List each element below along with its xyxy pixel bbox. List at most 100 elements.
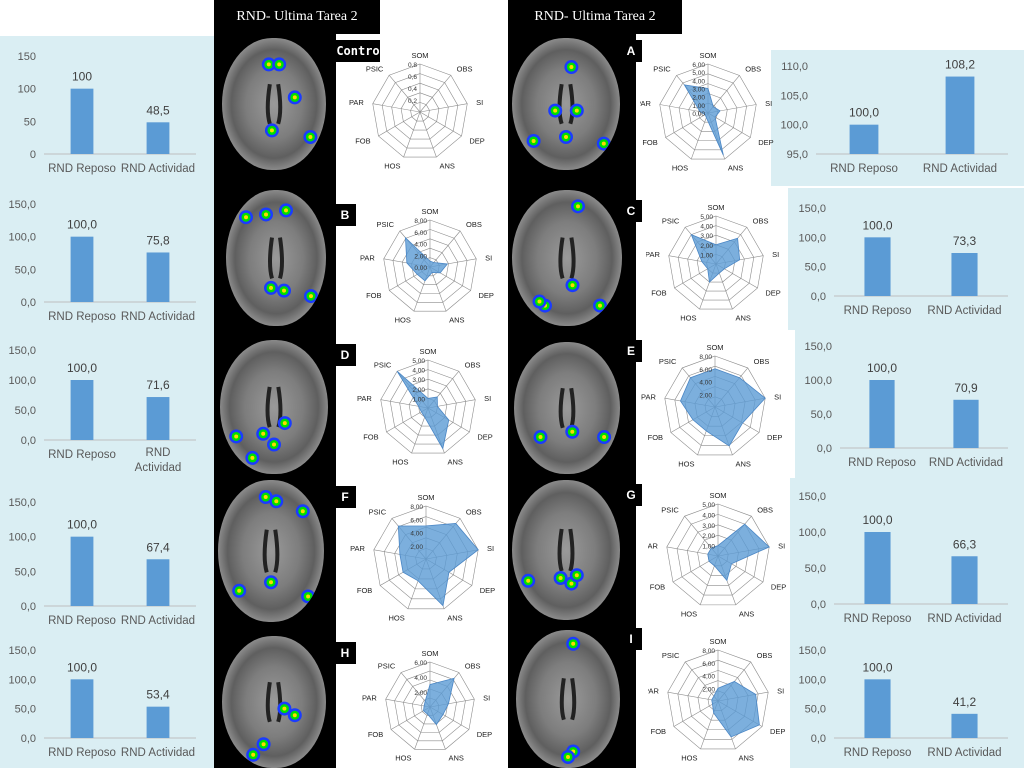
radar-axis-label: FOB [651,727,666,736]
radar-axis-label: HOS [395,316,411,325]
category-label: RND Actividad [121,163,195,175]
radar-axis-label: HOS [389,613,405,622]
radar-grid-ring [677,659,759,740]
radar-tick-label: 2,00 [702,533,715,540]
radar-axis-label: SOM [709,637,726,646]
radar-spoke [419,103,468,113]
radar-axis-label: ANS [447,613,462,622]
radar-tick-label: 4,00 [702,674,715,681]
y-tick-label: 50,0 [805,262,826,274]
radar-axis-label: ANS [739,753,754,762]
activation-blob [300,509,305,514]
data-label: 73,3 [953,234,977,248]
radar-tick-label: 6,00 [702,661,715,668]
ventricle-shape [569,237,576,280]
y-tick-label: 100,0 [798,527,826,539]
category-label: RND Reposo [844,747,912,759]
category-label: RND Actividad [929,457,1003,469]
activation-blob [308,135,313,139]
y-tick-label: 150,0 [798,645,826,657]
radar-tick-label: 3,00 [702,523,715,530]
data-label: 100,0 [862,218,892,232]
activation-blob [237,588,242,593]
y-tick-label: 150,0 [8,345,36,357]
radar-grid-ring [400,92,440,131]
radar-tick-label: 4,00 [702,512,715,519]
y-tick-label: 50,0 [805,704,826,716]
category-label: RND Actividad [121,311,195,323]
radar-axis-label: PSIC [653,65,671,74]
radar-tick-label: 2,00 [702,686,715,693]
brain-scan-image [516,630,620,768]
activation-blob [558,576,563,580]
panel-label: A [620,40,642,62]
radar-axis-label: SI [487,544,494,553]
ventricle-shape [557,83,564,125]
radar-tick-label: 2,00 [410,544,423,551]
activation-blob [569,581,574,586]
category-label: RND Actividad [927,613,1001,625]
radar-axis-label: PAR [349,98,364,107]
category-label: Actividad [135,462,182,474]
radar-spoke [419,75,452,113]
data-label: 71,6 [146,378,170,392]
radar-axis-label: ANS [739,609,754,618]
radar-axis-label: SOM [699,51,716,60]
category-label: RND [146,447,171,459]
radar-chart-E: 2,004,006,008,00SOMOBSSIDEPANSHOSFOBPARP… [641,343,782,468]
y-tick-label: 50,0 [811,409,832,421]
activation-blob [553,108,558,113]
radar-grid-ring [403,679,457,733]
y-tick-label: 100,0 [780,120,808,132]
radar-chart-D: 1,002,003,004,005,00SOMOBSSIDEPANSHOSFOB… [357,347,493,467]
y-tick-label: 150,0 [798,203,826,215]
y-tick-label: 100,0 [804,375,832,387]
category-label: RND Reposo [48,449,116,461]
radar-axis-label: SOM [421,649,438,658]
y-tick-label: 100,0 [8,375,36,387]
bar [146,397,170,440]
radar-grid-ring [408,388,448,427]
y-tick-label: 50 [24,116,36,128]
radar-axis-label: SI [778,541,785,550]
radar-axis-label: DEP [758,138,773,147]
radar-tick-label: 6,00 [414,230,427,237]
data-label: 100,0 [862,513,892,527]
radar-tick-label: 4,00 [414,242,427,249]
radar-axis-label: PAR [648,687,659,696]
category-label: RND Reposo [48,747,116,759]
radar-tick-label: 1,00 [412,396,425,403]
radar-tick-label: 1,00 [692,103,705,110]
y-tick-label: 100,0 [798,232,826,244]
radar-grid-ring [373,505,479,610]
activation-blob [261,742,266,747]
radar-spoke [429,230,461,268]
radar-tick-label: 0,8 [408,62,417,69]
brain-scan-image [222,636,326,768]
activation-blob [564,135,568,139]
activation-blob [570,429,575,434]
activation-blob [576,204,580,209]
category-label: RND Reposo [844,613,912,625]
ventricle-shape [558,387,565,429]
radar-tick-label: 2,00 [414,253,427,260]
activation-blob [309,294,313,299]
y-tick-label: 100,0 [8,532,36,544]
activation-blob [566,754,570,759]
activation-blob [526,578,531,583]
ventricle-shape [276,681,283,723]
radar-tick-label: 3,00 [412,377,425,384]
ventricle-shape [557,528,564,572]
radar-spoke [665,112,709,138]
radar-grid-ring [385,661,475,750]
radar-tick-label: 5,00 [412,358,425,365]
radar-tick-label: 1,00 [702,544,715,551]
radar-tick-label: 2,00 [414,690,427,697]
radar-chart-B: 0,002,004,006,008,00SOMOBSSIDEPANSHOSFOB… [360,207,494,325]
y-tick-label: 0,0 [21,435,36,447]
